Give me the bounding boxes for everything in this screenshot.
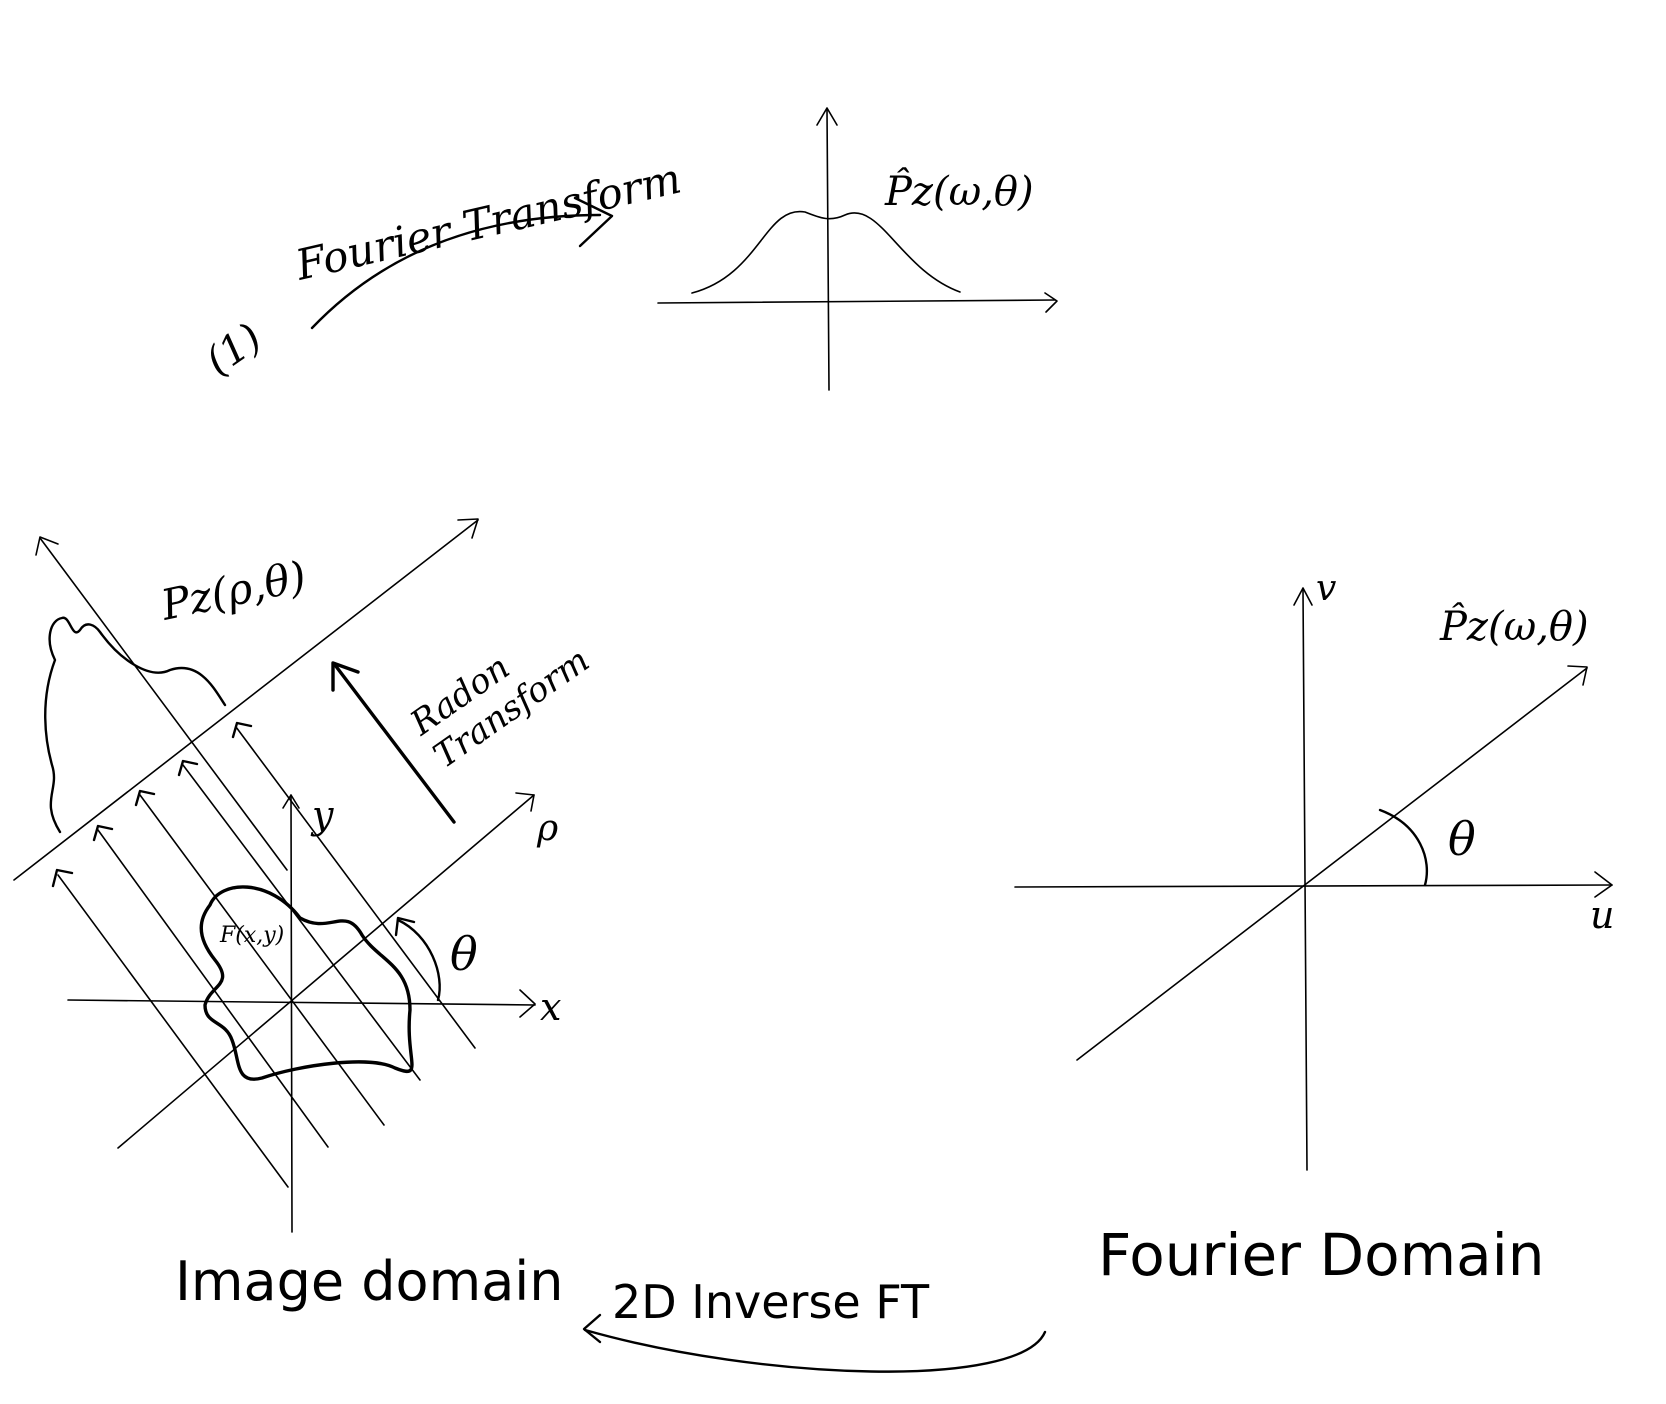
fourier-transform-arrow — [310, 213, 602, 330]
p-projection-label: Pz(ρ,θ) — [156, 551, 310, 630]
p-hat-fourier-label: P̂z(ω,θ) — [1439, 604, 1589, 650]
object-blob — [199, 885, 414, 1081]
p-hat-top-label: P̂z(ω,θ) — [884, 169, 1034, 215]
axis-rho-label: ρ — [536, 808, 558, 849]
spectrum-x-axis — [657, 299, 1056, 304]
ray-arrowhead — [231, 721, 253, 739]
image-domain-plot: x y ρ Pz(ρ,θ) F(x,y) — [13, 518, 597, 1313]
projection-profile-curve — [44, 616, 227, 834]
inverse-ft-label: 2D Inverse FT — [612, 1275, 930, 1329]
ray-arrowhead — [177, 759, 199, 777]
projection-axis-arrowhead — [35, 536, 59, 556]
fourier-radial-line-arrowhead — [1567, 665, 1588, 686]
ray-arrowhead — [134, 789, 156, 807]
detector-line-arrowhead — [457, 518, 479, 539]
fourier-transform-step: (1) Fourier Transform — [197, 153, 685, 384]
ray-line — [139, 794, 385, 1126]
f-xy-label: F(x,y) — [219, 923, 284, 948]
spectrum-curve — [691, 210, 961, 294]
spectrum-y-axis-arrowhead — [816, 107, 838, 126]
ray-line — [182, 764, 421, 1081]
projection-axis — [39, 537, 288, 871]
spectrum-y-axis — [826, 109, 830, 391]
axis-y-label: y — [310, 793, 334, 837]
fourier-v-axis-arrowhead — [1293, 587, 1313, 606]
ray-arrowhead — [51, 868, 74, 888]
axis-v-label: v — [1316, 568, 1336, 609]
image-domain-title: Image domain — [175, 1250, 564, 1313]
spectrum-x-axis-arrowhead — [1044, 292, 1058, 313]
fourier-theta-arc — [1378, 808, 1429, 887]
fourier-radial-line — [1076, 667, 1588, 1061]
step-number-label: (1) — [197, 315, 270, 385]
image-x-axis — [67, 999, 536, 1006]
ray-arrowhead — [92, 824, 114, 842]
fourier-domain-plot: u v θ P̂z(ω,θ) Fourier Domain — [1014, 568, 1614, 1289]
fourier-transform-arrowhead — [573, 196, 614, 248]
image-x-axis-arrowhead — [519, 989, 536, 1018]
fourier-u-axis-arrowhead — [1594, 871, 1613, 898]
image-y-axis-arrowhead — [282, 794, 300, 809]
inverse-ft-arrowhead — [582, 1313, 602, 1344]
detector-line — [13, 519, 479, 881]
fourier-transform-label: Fourier Transform — [290, 153, 685, 289]
image-theta-arrowhead — [394, 916, 416, 937]
spectrum-plot: P̂z(ω,θ) — [657, 107, 1058, 391]
ray-line — [97, 829, 329, 1148]
fourier-theta-label: θ — [1448, 812, 1476, 866]
axis-u-label: u — [1590, 893, 1614, 937]
inverse-ft-arrow — [583, 1328, 1047, 1373]
ray-line — [235, 726, 476, 1049]
ray-line — [57, 874, 289, 1188]
fourier-u-axis — [1014, 884, 1613, 888]
image-rho-axis — [117, 794, 535, 1149]
image-y-axis — [290, 794, 293, 1233]
inverse-ft-step: 2D Inverse FT — [582, 1275, 1047, 1373]
radon-transform-arrowhead — [331, 661, 360, 692]
image-rho-axis-arrowhead — [515, 792, 535, 812]
image-theta-arc — [396, 918, 441, 1002]
fourier-domain-title: Fourier Domain — [1098, 1221, 1545, 1289]
fourier-v-axis — [1302, 589, 1308, 1171]
axis-x-label: x — [540, 985, 561, 1029]
radon-transform-arrow — [333, 663, 456, 824]
image-theta-label: θ — [450, 927, 478, 981]
